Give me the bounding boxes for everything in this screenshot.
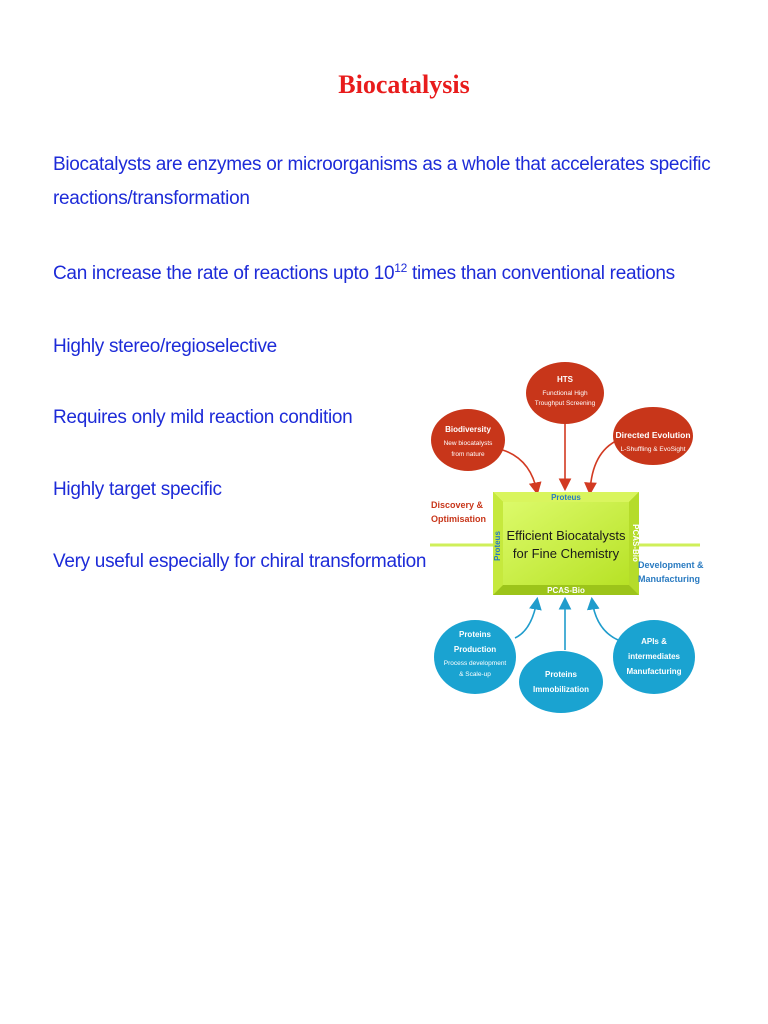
bullet-biocatalysts-definition: Biocatalysts are enzymes or microorganis… (53, 148, 711, 216)
bullet-chiral: Very useful especially for chiral transf… (53, 551, 427, 572)
production-title2: Production (454, 645, 496, 654)
center-title-line2: for Fine Chemistry (513, 546, 620, 561)
apis-node: APIs & intermediates Manufacturing (613, 620, 695, 694)
bullet-text: times than conventional reations (406, 263, 675, 284)
hts-title: HTS (557, 375, 574, 384)
production-sub2: & Scale-up (459, 671, 491, 678)
bullet-text: Can increase the rate of reactions upto … (53, 263, 395, 284)
bullet-target-specific: Highly target specific (53, 479, 222, 500)
biodiversity-sub1: New biocatalysts (444, 440, 494, 447)
hts-sub1: Functional High (542, 390, 588, 397)
exponent: 12 (394, 261, 407, 275)
proteins-immobilization-node: Proteins Immobilization (519, 651, 603, 713)
bullet-reaction-rate: Can increase the rate of reactions upto … (53, 257, 675, 291)
production-sub1: Process development (444, 660, 507, 667)
biodiversity-sub2: from nature (451, 451, 485, 458)
arrow-directed-evolution (584, 439, 619, 496)
bullet-stereoselective: Highly stereo/regioselective (53, 336, 277, 357)
biodiversity-title: Biodiversity (445, 425, 491, 434)
bullet-mild-conditions: Requires only mild reaction condition (53, 407, 353, 428)
frame-top-label: Proteus (551, 493, 581, 502)
bullet-line: Biocatalysts are enzymes or microorganis… (53, 154, 711, 175)
apis-title2: intermediates (628, 652, 681, 661)
page-title: Biocatalysis (338, 70, 470, 99)
hts-node: HTS Functional High Troughput Screening (526, 362, 604, 424)
directed-evolution-node: Directed Evolution L-Shuffling & EvoSigh… (613, 407, 693, 465)
biodiversity-node: Biodiversity New biocatalysts from natur… (431, 409, 505, 471)
bullet-line: reactions/transformation (53, 188, 250, 209)
immobilization-title1: Proteins (545, 670, 578, 679)
arrow-apis (586, 596, 619, 641)
discovery-label-line1: Discovery & (431, 500, 484, 510)
discovery-label-line2: Optimisation (431, 514, 486, 524)
biocatalysis-diagram: Proteus PCAS-Bio Proteus PCAS-Bio Effici… (400, 360, 730, 720)
arrow-proteins-production (514, 596, 542, 639)
hts-sub2: Troughput Screening (535, 400, 596, 407)
apis-title3: Manufacturing (626, 667, 681, 676)
immobilization-title2: Immobilization (533, 685, 589, 694)
center-box: Proteus PCAS-Bio Proteus PCAS-Bio Effici… (493, 492, 640, 595)
frame-left-label: Proteus (493, 531, 502, 561)
apis-title1: APIs & (641, 637, 667, 646)
proteins-production-node: Proteins Production Process development … (434, 620, 516, 694)
directed-evolution-title: Directed Evolution (615, 430, 690, 440)
directed-evolution-sub: L-Shuffling & EvoSight (621, 446, 686, 453)
frame-bottom-label: PCAS-Bio (547, 586, 585, 595)
development-label-line2: Manufacturing (638, 574, 700, 584)
production-title1: Proteins (459, 630, 492, 639)
arrow-biodiversity (494, 447, 542, 496)
development-label-line1: Development & (638, 560, 704, 570)
frame-right-label: PCAS-Bio (631, 524, 640, 562)
center-title-line1: Efficient Biocatalysts (507, 528, 626, 543)
